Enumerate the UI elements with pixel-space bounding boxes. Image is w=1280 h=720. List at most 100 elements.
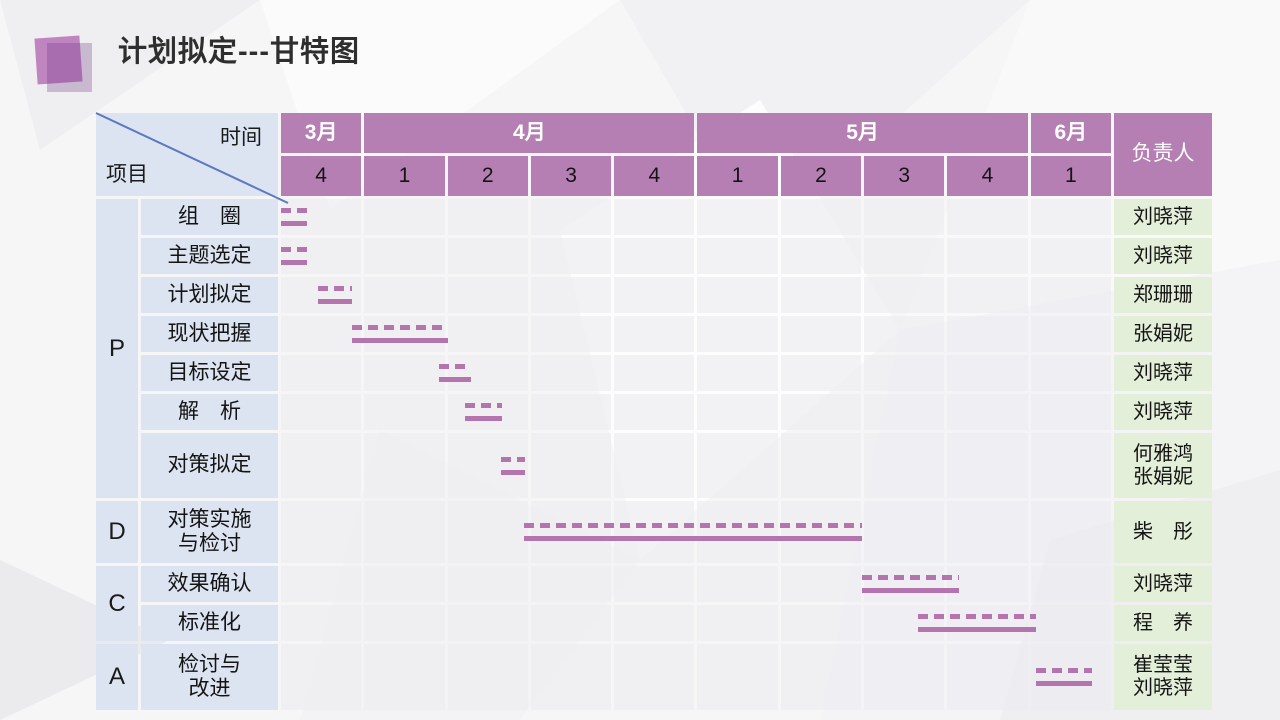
chart-cell: [281, 316, 361, 352]
chart-cell: [448, 566, 528, 602]
chart-cell: [864, 644, 944, 710]
chart-cell: [614, 277, 694, 313]
chart-cell: [531, 199, 611, 235]
owner-cell-text: 刘晓萍: [1133, 245, 1193, 268]
month-header-text: 3月: [305, 121, 338, 145]
chart-cell: [614, 566, 694, 602]
chart-cell: [281, 501, 361, 563]
chart-cell: [448, 605, 528, 641]
chart-cell: [448, 355, 528, 391]
month-header-text: 5月: [846, 121, 879, 145]
chart-cell: [364, 199, 444, 235]
task-cell-text: 改进: [189, 677, 231, 701]
owner-cell: 刘晓萍: [1114, 566, 1212, 602]
owner-cell: 程 养: [1114, 605, 1212, 641]
chart-cell: [1031, 316, 1111, 352]
chart-cell: [1031, 644, 1111, 710]
month-header-text: 6月: [1054, 121, 1087, 145]
week-header: 4: [281, 156, 361, 196]
week-header: 1: [697, 156, 777, 196]
week-header: 3: [864, 156, 944, 196]
chart-cell: [947, 566, 1027, 602]
chart-cell: [364, 394, 444, 430]
owner-cell: 崔莹莹刘晓萍: [1114, 644, 1212, 710]
week-header: 2: [448, 156, 528, 196]
task-cell: 计划拟定: [141, 277, 278, 313]
chart-cell: [448, 501, 528, 563]
month-header: 5月: [697, 113, 1027, 153]
task-cell-text: 计划拟定: [168, 283, 252, 307]
chart-cell: [281, 566, 361, 602]
chart-cell: [614, 199, 694, 235]
task-cell-text: 效果确认: [168, 572, 252, 596]
chart-cell: [697, 501, 777, 563]
chart-cell: [1031, 277, 1111, 313]
chart-cell: [614, 394, 694, 430]
chart-cell: [448, 394, 528, 430]
chart-cell: [531, 355, 611, 391]
task-cell-text: 解 析: [178, 400, 241, 424]
chart-cell: [864, 277, 944, 313]
page-title: 计划拟定---甘特图: [118, 28, 360, 70]
week-header: 4: [947, 156, 1027, 196]
chart-cell: [364, 501, 444, 563]
chart-cell: [281, 605, 361, 641]
owner-cell-text: 刘晓萍: [1133, 206, 1193, 229]
chart-cell: [781, 238, 861, 274]
chart-cell: [781, 644, 861, 710]
time-axis-label: 时间: [220, 121, 262, 151]
task-cell-text: 主题选定: [168, 244, 252, 268]
chart-cell: [448, 277, 528, 313]
task-cell-text: 标准化: [178, 611, 241, 635]
chart-cell: [531, 433, 611, 498]
task-cell-text: 对策拟定: [168, 453, 252, 477]
phase-cell-text: D: [108, 518, 125, 546]
week-header-text: 1: [399, 164, 411, 188]
chart-cell: [614, 238, 694, 274]
owner-cell: 张娟妮: [1114, 316, 1212, 352]
chart-cell: [1031, 501, 1111, 563]
chart-cell: [947, 394, 1027, 430]
chart-cell: [281, 199, 361, 235]
title-mark-front-square: [47, 43, 92, 92]
chart-cell: [697, 644, 777, 710]
chart-cell: [1031, 238, 1111, 274]
owner-cell: 何雅鸿张娟妮: [1114, 433, 1212, 498]
chart-cell: [864, 394, 944, 430]
chart-cell: [614, 316, 694, 352]
week-header-text: 3: [898, 164, 910, 188]
chart-cell: [947, 605, 1027, 641]
chart-cell: [781, 605, 861, 641]
chart-cell: [281, 238, 361, 274]
owner-cell: 郑珊珊: [1114, 277, 1212, 313]
chart-cell: [531, 644, 611, 710]
chart-cell: [947, 433, 1027, 498]
task-cell-text: 对策实施: [168, 508, 252, 532]
task-cell-text: 与检讨: [178, 532, 241, 556]
chart-cell: [947, 277, 1027, 313]
owner-cell-text: 程 养: [1133, 612, 1193, 635]
chart-cell: [1031, 566, 1111, 602]
phase-cell: D: [96, 501, 138, 563]
chart-cell: [364, 277, 444, 313]
chart-cell: [1031, 605, 1111, 641]
chart-cell: [697, 316, 777, 352]
chart-cell: [448, 316, 528, 352]
chart-cell: [697, 433, 777, 498]
chart-cell: [614, 355, 694, 391]
chart-cell: [697, 238, 777, 274]
week-header-text: 1: [732, 164, 744, 188]
chart-cell: [531, 605, 611, 641]
chart-cell: [697, 605, 777, 641]
chart-cell: [781, 566, 861, 602]
owner-cell-text: 张娟妮: [1133, 323, 1193, 346]
chart-cell: [281, 433, 361, 498]
chart-cell: [947, 238, 1027, 274]
corner-cell: 时间 项目: [96, 113, 278, 196]
chart-cell: [364, 433, 444, 498]
owner-cell-text: 崔莹莹: [1133, 654, 1193, 677]
chart-cell: [531, 238, 611, 274]
chart-cell: [697, 566, 777, 602]
owner-cell: 刘晓萍: [1114, 199, 1212, 235]
